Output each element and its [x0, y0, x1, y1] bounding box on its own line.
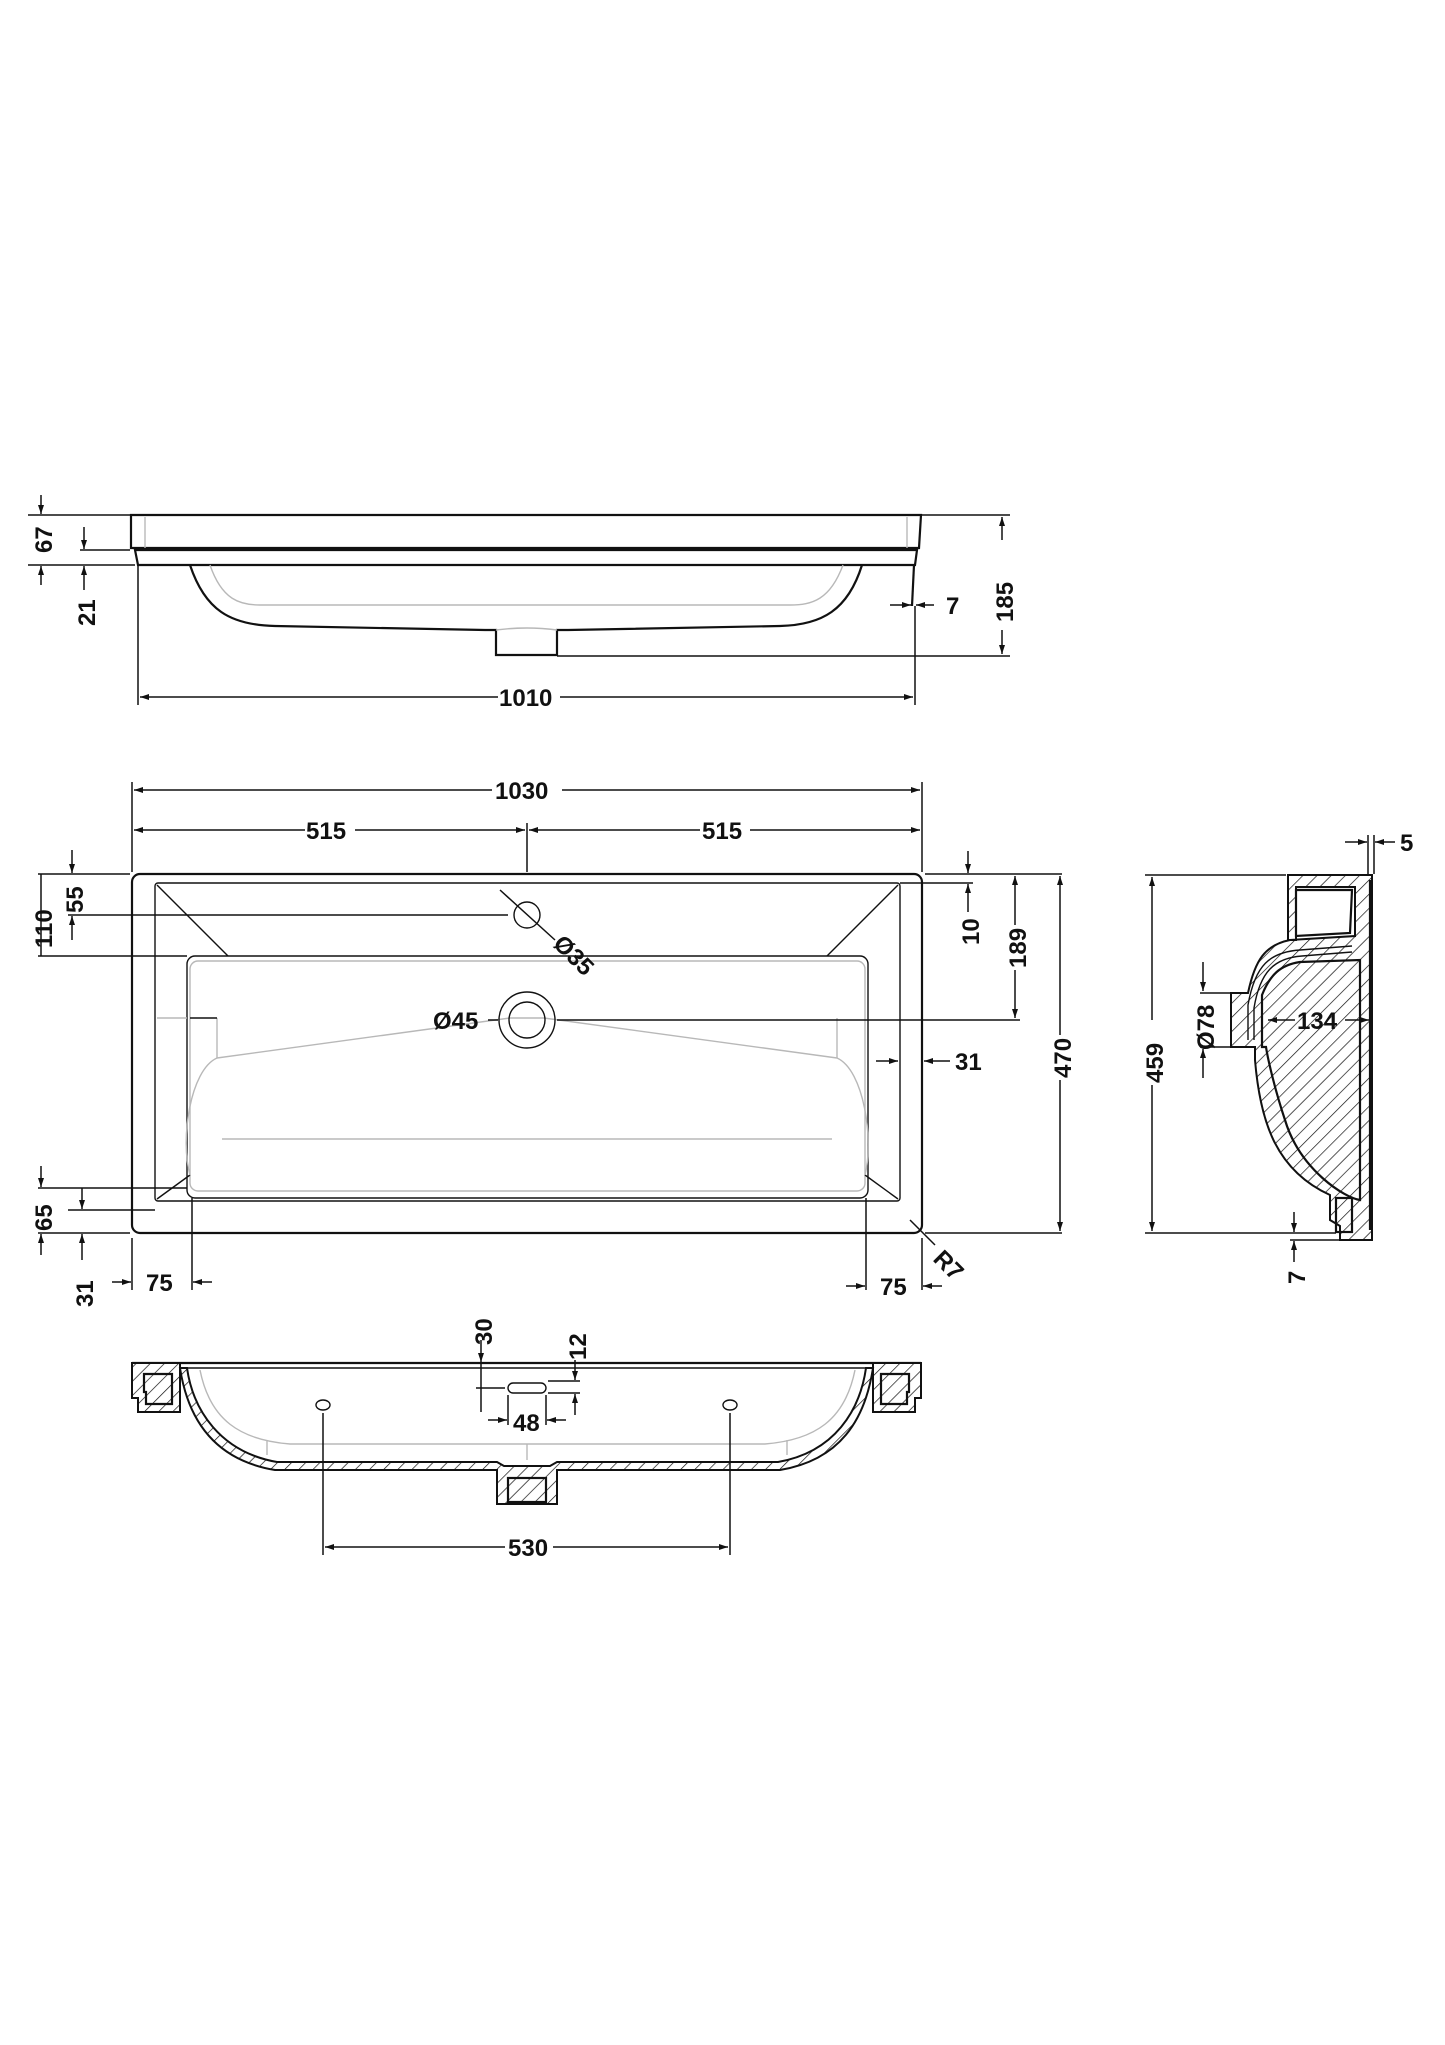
dim-corner-radius: R7 — [928, 1245, 969, 1286]
dim-left-half: 515 — [306, 818, 346, 845]
fixing-hole-right — [722, 1399, 738, 1411]
dim-front-offset: 65 — [31, 1204, 58, 1231]
dim-back-lip: 5 — [1400, 830, 1413, 857]
dim-overall-height: 185 — [992, 582, 1019, 622]
dim-tap-hole-diameter: Ø35 — [548, 930, 599, 981]
dim-bowl-depth: 134 — [1297, 1008, 1338, 1035]
plan-view: Ø35 Ø45 1030 515 515 55 110 10 — [31, 778, 1077, 1307]
dim-rim-height: 67 — [31, 526, 58, 553]
dim-waste-diameter: Ø45 — [433, 1008, 478, 1035]
dim-foot-offset: 7 — [1284, 1271, 1311, 1284]
waste-outlet — [498, 991, 556, 1049]
dim-overflow-slot-width: 48 — [513, 1410, 540, 1437]
dim-left-corner: 75 — [146, 1270, 173, 1297]
dim-rim-to-ledge: 10 — [958, 918, 985, 945]
dim-waste-offset: 189 — [1005, 928, 1032, 968]
dim-tap-hole-offset: 55 — [62, 886, 89, 913]
long-section-view: 30 12 48 530 — [131, 1318, 922, 1562]
dim-overall-depth: 459 — [1142, 1043, 1169, 1083]
dim-right-corner: 75 — [880, 1274, 907, 1301]
dim-fixing-centres: 530 — [508, 1535, 548, 1562]
overflow-slot — [507, 1382, 547, 1394]
dim-overflow-height: 30 — [471, 1318, 498, 1345]
side-section-view: 5 459 Ø78 134 7 — [1142, 830, 1413, 1284]
front-elevation-view: 67 21 185 7 1010 — [28, 495, 1019, 712]
dim-right-half: 515 — [702, 818, 742, 845]
dim-bowl-offset: 110 — [31, 909, 58, 948]
dim-lip-height: 21 — [74, 599, 101, 626]
dim-side-offset: 7 — [946, 593, 959, 620]
tap-hole — [513, 901, 541, 929]
dim-side-rim: 31 — [955, 1049, 982, 1076]
dim-front-rim: 31 — [72, 1280, 99, 1307]
dim-overflow-slot-height: 12 — [565, 1333, 592, 1360]
dim-overall-width: 1030 — [495, 778, 548, 805]
dim-overall-width: 1010 — [499, 685, 552, 712]
dim-overall-depth: 470 — [1050, 1038, 1077, 1078]
fixing-hole-left — [315, 1399, 331, 1411]
dim-waste-diameter: Ø78 — [1193, 1005, 1220, 1050]
